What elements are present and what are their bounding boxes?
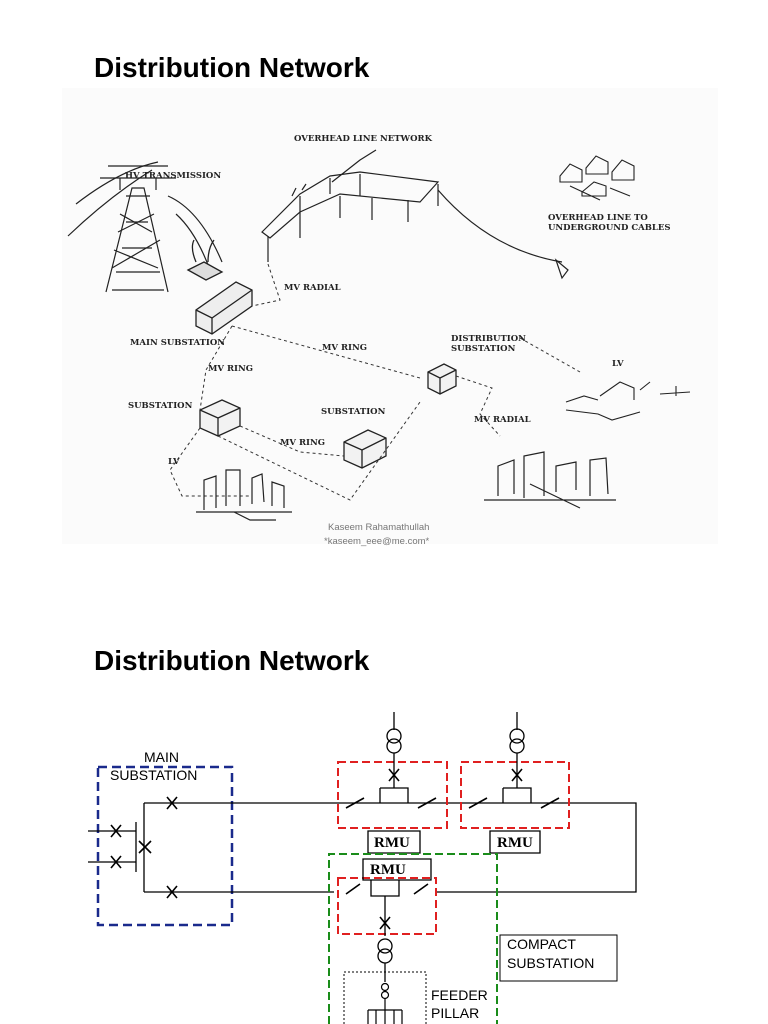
rmu-top-left-box (337, 761, 448, 829)
label-compact: COMPACT (507, 936, 576, 952)
compact-substation-box (328, 853, 498, 1024)
label-overhead-line-network: OVERHEAD LINE NETWORK (294, 134, 433, 144)
label-lv-right: LV (612, 359, 624, 369)
sketch-background (62, 88, 718, 544)
rmu-label-1: RMU (374, 835, 410, 851)
rmu-top-right-breaker (511, 768, 523, 782)
watermark-name: Kaseem Rahamathullah (328, 522, 429, 533)
label-mv-ring-center: MV RING (322, 343, 367, 353)
label-mv-ring-left: MV RING (208, 364, 253, 374)
rmu-compact-breaker (379, 916, 391, 930)
rmu-top-left-switches (345, 797, 437, 809)
lv-buildings-center (484, 451, 616, 509)
main-substation-breakers (110, 796, 178, 899)
label-overhead-to-underground-2: UNDERGROUND CABLES (548, 223, 670, 233)
label-mv-radial-bottom: MV RADIAL (474, 415, 531, 425)
label-distribution-substation-2: SUBSTATION (451, 344, 516, 354)
lv-buildings-left (196, 469, 292, 521)
mv-ring-line (268, 802, 637, 893)
slide-title-2: Distribution Network (94, 645, 370, 676)
label-mv-ring-bottom: MV RING (280, 438, 325, 448)
label-overhead-to-underground-1: OVERHEAD LINE TO (548, 213, 648, 223)
feeder-pillar: FEEDER PILLAR (343, 971, 488, 1024)
substation-center-building (343, 429, 387, 469)
label-hv-transmission: HV TRANSMISSION (125, 171, 221, 181)
hv-transmission-tower (67, 161, 223, 293)
rmu-top-right-switches (468, 797, 560, 809)
feeder-pillar-box (343, 971, 427, 1024)
label-feeder: FEEDER (431, 987, 488, 1003)
houses-top-right (559, 155, 635, 201)
distribution-substation-building (427, 363, 457, 395)
label-main-substation: SUBSTATION (110, 767, 197, 783)
main-substation-building (186, 239, 253, 335)
rmu-top-left-breaker (388, 768, 400, 782)
slide-title-1: Distribution Network (94, 52, 370, 83)
rmu-top-left: RMU (337, 712, 448, 854)
label-mv-radial-top: MV RADIAL (284, 283, 341, 293)
distribution-network-sketch: OVERHEAD LINE NETWORK HV TRANSMISSION OV… (62, 88, 718, 547)
main-substation-busbars (88, 802, 334, 893)
label-compact-substation: SUBSTATION (507, 955, 594, 971)
rmu-compact-switches (345, 883, 429, 895)
label-feeder-pillar: PILLAR (431, 1005, 479, 1021)
rmu-compact-box (337, 877, 437, 935)
rmu-label-3: RMU (370, 862, 406, 878)
label-substation-center: SUBSTATION (321, 407, 386, 417)
watermark-email: *kaseem_eee@me.com* (324, 536, 430, 547)
overhead-line-network (261, 149, 569, 280)
compact-substation-label-box (499, 934, 618, 982)
main-substation-box (96, 765, 234, 927)
rmu-label-2: RMU (497, 835, 533, 851)
lv-buildings-right (565, 381, 691, 421)
label-substation-left: SUBSTATION (128, 401, 193, 411)
rmu-compact: RMU (337, 858, 437, 982)
label-main: MAIN (144, 749, 179, 765)
label-lv-left: LV (168, 457, 180, 467)
label-main-substation: MAIN SUBSTATION (130, 338, 225, 348)
rmu-top-right: RMU (460, 712, 570, 854)
label-distribution-substation-1: DISTRIBUTION (451, 334, 526, 344)
distribution-network-schematic: MAIN SUBSTATION (88, 712, 637, 1024)
rmu-top-right-box (460, 761, 570, 829)
